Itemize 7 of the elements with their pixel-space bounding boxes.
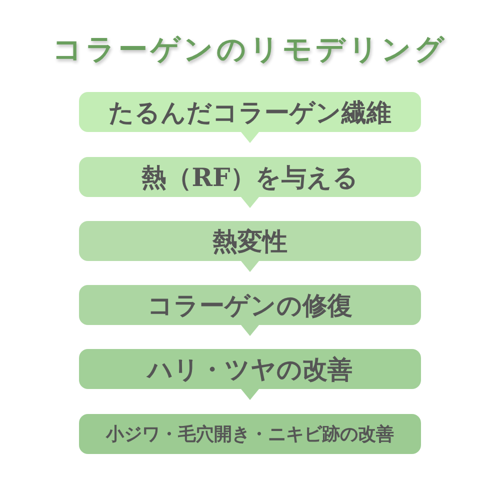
process-box: ハリ・ツヤの改善 [79, 349, 421, 389]
process-box: 熱（RF）を与える [79, 157, 421, 197]
process-box: コラーゲンの修復 [79, 285, 421, 325]
title: コラーゲンのリモデリング [52, 31, 448, 68]
process-box: 小ジワ・毛穴開き・ニキビ跡の改善 [79, 414, 421, 454]
process-box: 熱変性 [79, 221, 421, 261]
process-box: たるんだコラーゲン繊維 [79, 92, 421, 132]
